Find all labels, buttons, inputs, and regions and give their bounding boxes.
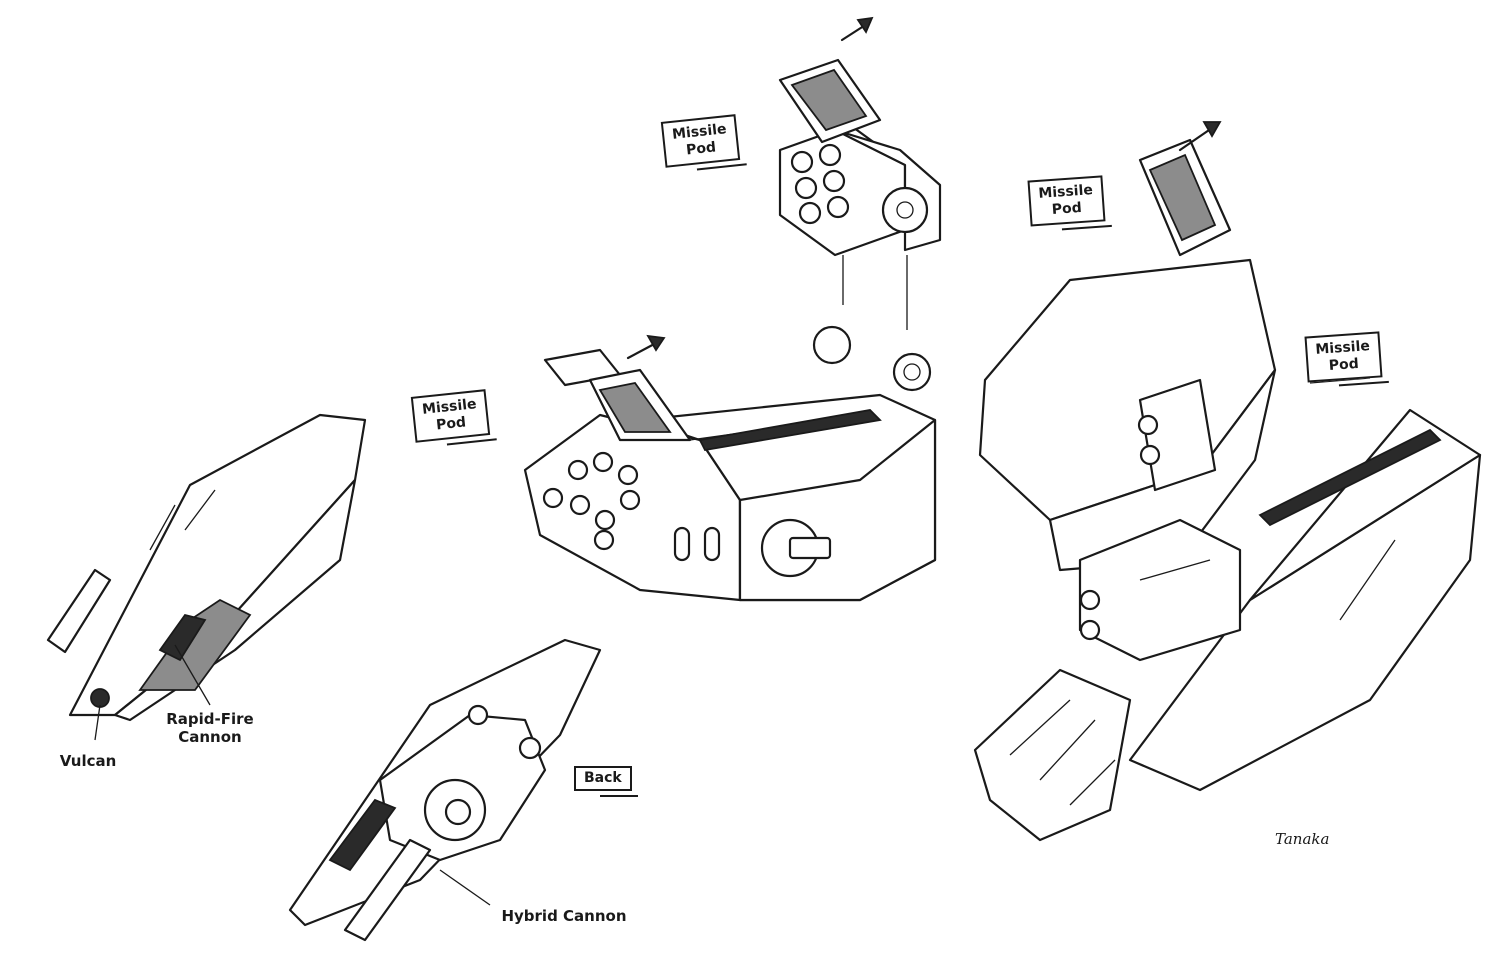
detached-missile-pod-drawing — [778, 16, 942, 330]
assembled-arm-drawing — [973, 121, 1482, 842]
label-hybrid-cannon: Hybrid Cannon — [501, 907, 627, 925]
label-missile-pod-left: Missile Pod — [410, 389, 490, 443]
label-vulcan: Vulcan — [59, 752, 117, 770]
central-launcher-drawing — [523, 325, 937, 602]
label-missile-pod-top: Missile Pod — [660, 114, 740, 168]
label-missile-pod-right-lower: Missile Pod — [1304, 331, 1383, 383]
label-missile-pod-right-upper: Missile Pod — [1027, 175, 1106, 227]
artist-signature: Tanaka — [1275, 830, 1330, 848]
gun-pod-back-drawing — [288, 638, 602, 942]
label-back: Back — [574, 766, 638, 797]
label-rapid-fire-cannon: Rapid-Fire Cannon — [166, 710, 254, 746]
gun-pod-drawing — [46, 413, 367, 741]
